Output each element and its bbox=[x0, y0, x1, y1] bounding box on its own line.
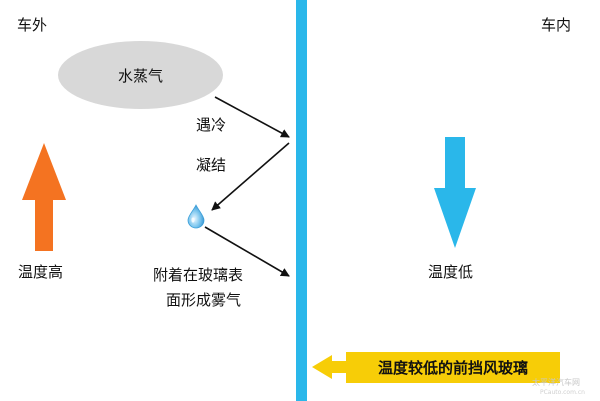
droplet-to-glass-arrow bbox=[204, 226, 290, 277]
fog-result-label-line1: 附着在玻璃表 bbox=[153, 266, 244, 284]
condensation-label: 凝结 bbox=[196, 156, 227, 174]
arrow-up-icon bbox=[22, 143, 66, 251]
windshield-glass bbox=[296, 0, 307, 401]
cooling-label: 遇冷 bbox=[196, 116, 227, 134]
cold-windshield-callout: 温度较低的前挡风玻璃 bbox=[346, 352, 560, 383]
water-vapor-cloud bbox=[58, 41, 223, 109]
water-vapor-label: 水蒸气 bbox=[117, 66, 163, 85]
watermark-text: 太平洋汽车网 bbox=[532, 378, 580, 387]
high-temperature-label: 温度高 bbox=[18, 263, 64, 281]
inside-car-label: 车内 bbox=[541, 16, 572, 34]
vapor-to-glass-arrow bbox=[214, 96, 290, 138]
outside-car-label: 车外 bbox=[17, 16, 48, 34]
fog-result-label-line2: 面形成雾气 bbox=[166, 291, 242, 309]
glass-to-droplet-arrow bbox=[211, 142, 290, 211]
arrow-left-icon bbox=[312, 355, 348, 379]
arrow-down-icon bbox=[434, 137, 476, 248]
watermark-url: PCauto.com.cn bbox=[540, 389, 585, 396]
water-droplet-icon bbox=[187, 204, 205, 229]
low-temperature-label: 温度低 bbox=[428, 263, 474, 281]
